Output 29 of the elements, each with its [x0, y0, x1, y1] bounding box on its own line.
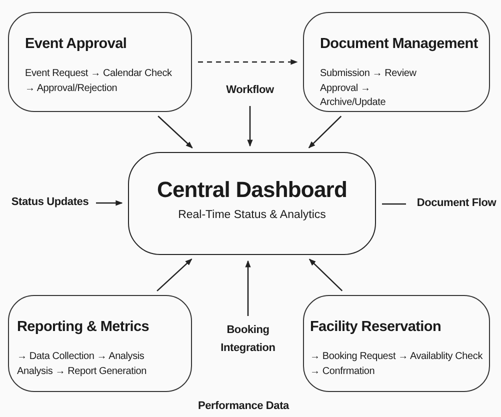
- process-box: [8, 295, 192, 392]
- process-box: [303, 12, 490, 112]
- arrow: [308, 258, 343, 292]
- note-label: Performance Data: [198, 400, 289, 412]
- flow-label: Booking Integration: [213, 322, 283, 362]
- box-title: Reporting & Metrics: [17, 319, 150, 335]
- arrow: [158, 116, 193, 148]
- box-title: Document Management: [320, 36, 478, 52]
- arrow: [308, 116, 342, 148]
- process-box: [8, 12, 192, 112]
- box-description: → Data Collection → Analysis Analysis → Report Generation: [17, 350, 148, 378]
- box-description: Event Request → Calendar Check → Approval/Rejection: [25, 67, 173, 96]
- arrow: [247, 106, 253, 147]
- box-title: Event Approval: [25, 36, 127, 52]
- box-title: Facility Reservation: [310, 319, 441, 335]
- flow-label: Workflow: [215, 82, 285, 100]
- arrow: [96, 200, 123, 206]
- arrow: [198, 59, 298, 65]
- process-box: [303, 295, 490, 392]
- arrow: [156, 258, 192, 292]
- dashboard-box: [128, 152, 376, 255]
- flow-label: Status Updates: [10, 194, 90, 212]
- box-title: Central Dashboard: [156, 177, 348, 203]
- arrow: [245, 260, 251, 316]
- connector-line: [382, 203, 406, 205]
- box-description: Real-Time Status & Analytics: [178, 209, 326, 221]
- box-description: → Booking Request → Availablity Check → Confrmation: [310, 350, 484, 378]
- flow-label: Document Flow: [412, 195, 501, 213]
- box-description: Submission → Review Approval → Archive/Update: [320, 67, 418, 110]
